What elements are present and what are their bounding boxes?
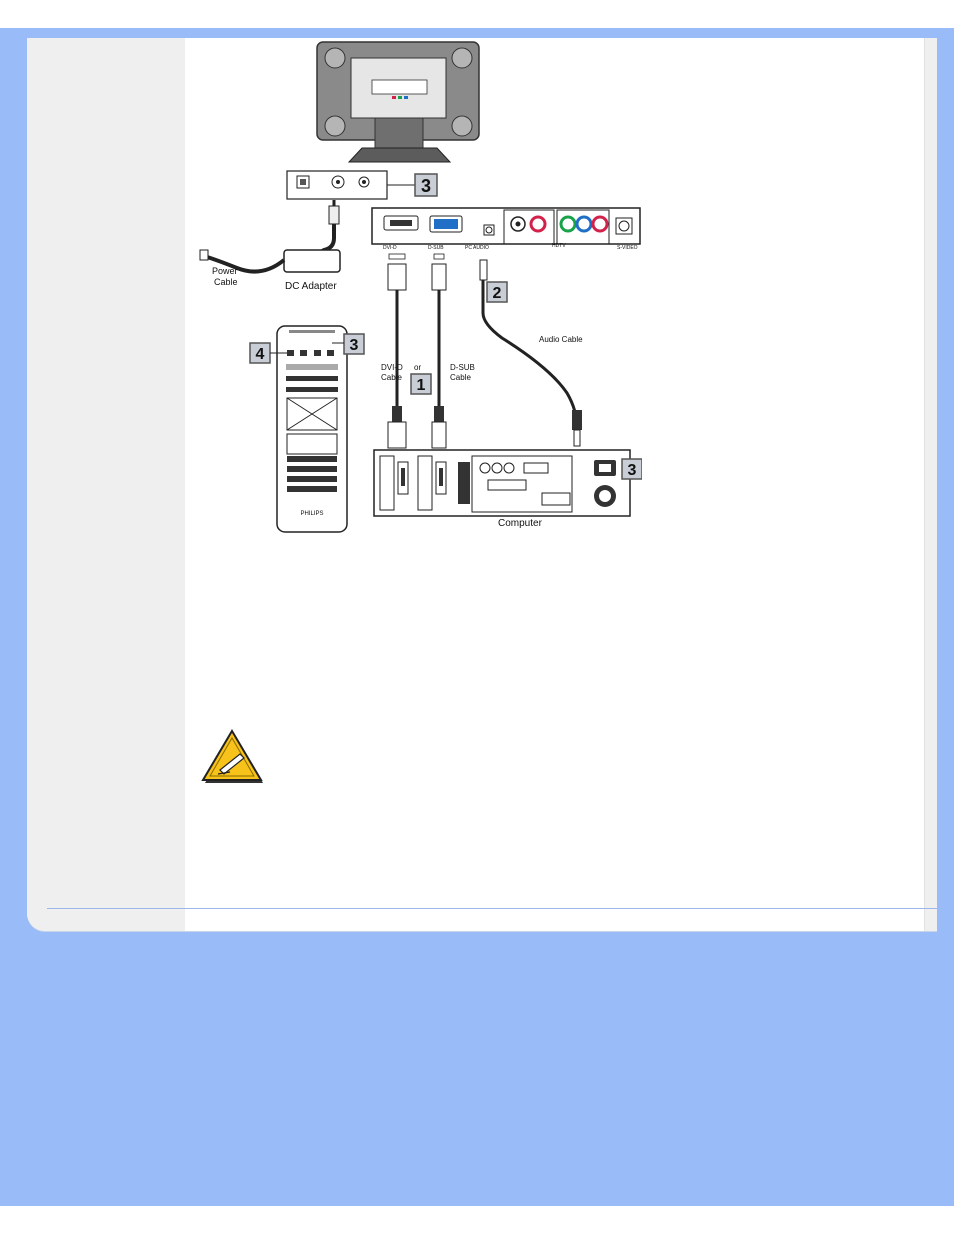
dvi-d-cable — [388, 264, 406, 448]
right-border — [924, 38, 937, 931]
monitor-back — [317, 42, 479, 162]
svg-text:3: 3 — [628, 462, 637, 479]
svg-text:Cable: Cable — [214, 277, 238, 287]
svg-text:3: 3 — [350, 337, 359, 354]
note-pencil-warning-icon — [200, 728, 264, 786]
step-marker-computer-power: 3 — [622, 459, 642, 479]
svg-text:1: 1 — [417, 377, 426, 394]
step-marker-monitor-power: 3 — [415, 174, 437, 196]
svg-text:DVI-D: DVI-D — [383, 245, 397, 251]
svg-text:Audio Cable: Audio Cable — [539, 335, 583, 344]
svg-text:or: or — [414, 363, 421, 372]
left-sidebar — [27, 38, 185, 931]
connection-diagram: 3 Power Cable DC Adapter — [192, 38, 642, 538]
content-panel: 3 Power Cable DC Adapter — [27, 38, 937, 931]
svg-text:Cable: Cable — [381, 373, 402, 382]
step-marker-audio: 2 — [487, 282, 507, 302]
svg-text:D-SUB: D-SUB — [450, 363, 475, 372]
step-marker-remote-power: 3 — [344, 334, 364, 354]
remote-control: PHILIPS — [277, 326, 347, 532]
svg-text:3: 3 — [421, 176, 431, 196]
horizontal-divider — [47, 908, 937, 909]
svg-text:PHILIPS: PHILIPS — [300, 511, 323, 517]
svg-text:2: 2 — [493, 285, 502, 302]
svg-text:HDTV: HDTV — [552, 243, 566, 249]
svg-text:4: 4 — [256, 346, 265, 363]
monitor-input-panel — [372, 208, 640, 244]
d-sub-cable — [432, 264, 446, 448]
svg-text:Power: Power — [212, 266, 238, 276]
svg-text:D-SUB: D-SUB — [428, 245, 444, 251]
monitor-power-ports — [287, 171, 415, 199]
computer — [374, 450, 630, 516]
svg-text:PC AUDIO: PC AUDIO — [465, 245, 489, 251]
svg-text:DC Adapter: DC Adapter — [285, 281, 337, 292]
step-marker-video: 1 — [411, 374, 431, 394]
dc-adapter — [200, 200, 340, 272]
svg-text:S-VIDEO: S-VIDEO — [617, 245, 638, 251]
svg-text:Computer: Computer — [498, 518, 543, 529]
step-marker-remote-button: 4 — [250, 343, 270, 363]
svg-text:Cable: Cable — [450, 373, 471, 382]
svg-text:DVI-D: DVI-D — [381, 363, 403, 372]
